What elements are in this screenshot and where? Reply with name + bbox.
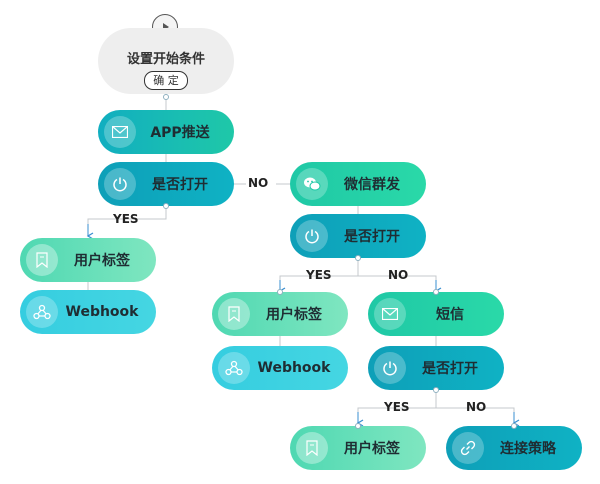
- branch-label-yes: YES: [384, 400, 410, 414]
- node-label: 是否打开: [344, 229, 400, 245]
- node-label: 是否打开: [422, 361, 478, 377]
- bookmark-icon: [296, 432, 328, 464]
- start-condition-node[interactable]: 设置开始条件 确 定: [98, 28, 234, 94]
- wire-check2-split: [279, 258, 437, 289]
- branch-label-yes: YES: [306, 268, 332, 282]
- node-label: 是否打开: [152, 177, 208, 193]
- user-tag-node-2[interactable]: 用户标签: [212, 292, 348, 336]
- bookmark-icon: [26, 244, 58, 276]
- node-label: 用户标签: [344, 441, 400, 457]
- link-icon: [452, 432, 484, 464]
- user-tag-node-3[interactable]: 用户标签: [290, 426, 426, 470]
- bookmark-icon: [218, 298, 250, 330]
- branch-label-no: NO: [466, 400, 487, 414]
- mail-icon: [104, 116, 136, 148]
- connector-dot: [433, 387, 439, 393]
- connect-strategy-node[interactable]: 连接策略: [446, 426, 582, 470]
- connector-dot: [163, 203, 169, 209]
- open-check-node-1[interactable]: 是否打开: [98, 162, 234, 206]
- node-label: 短信: [436, 307, 464, 323]
- power-icon: [104, 168, 136, 200]
- branch-label-yes: YES: [113, 212, 139, 226]
- power-icon: [296, 220, 328, 252]
- webhook-icon: [26, 296, 58, 328]
- branch-label-no: NO: [388, 268, 409, 282]
- app-push-node[interactable]: APP推送: [98, 110, 234, 154]
- node-label: Webhook: [257, 360, 331, 376]
- node-label: 用户标签: [266, 307, 322, 323]
- connector-dot: [433, 289, 439, 295]
- user-tag-node-1[interactable]: 用户标签: [20, 238, 156, 282]
- node-label: 用户标签: [74, 253, 130, 269]
- connector-dot: [163, 94, 169, 100]
- confirm-button[interactable]: 确 定: [144, 71, 188, 90]
- wire-check3-split: [357, 390, 515, 421]
- start-condition-title: 设置开始条件: [126, 52, 205, 67]
- webhook-node-1[interactable]: Webhook: [20, 290, 156, 334]
- open-check-node-3[interactable]: 是否打开: [368, 346, 504, 390]
- open-check-node-2[interactable]: 是否打开: [290, 214, 426, 258]
- wechat-icon: [296, 168, 328, 200]
- mail-icon: [374, 298, 406, 330]
- node-label: APP推送: [150, 125, 210, 141]
- connector-dot: [511, 423, 517, 429]
- connector-dot: [355, 423, 361, 429]
- wechat-group-node[interactable]: 微信群发: [290, 162, 426, 206]
- power-icon: [374, 352, 406, 384]
- node-label: 微信群发: [344, 177, 400, 193]
- node-label: 连接策略: [500, 441, 556, 457]
- connector-dot: [355, 255, 361, 261]
- webhook-icon: [218, 352, 250, 384]
- sms-node[interactable]: 短信: [368, 292, 504, 336]
- node-label: Webhook: [65, 304, 139, 320]
- branch-label-no: NO: [248, 176, 269, 190]
- connector-dot: [277, 289, 283, 295]
- webhook-node-2[interactable]: Webhook: [212, 346, 348, 390]
